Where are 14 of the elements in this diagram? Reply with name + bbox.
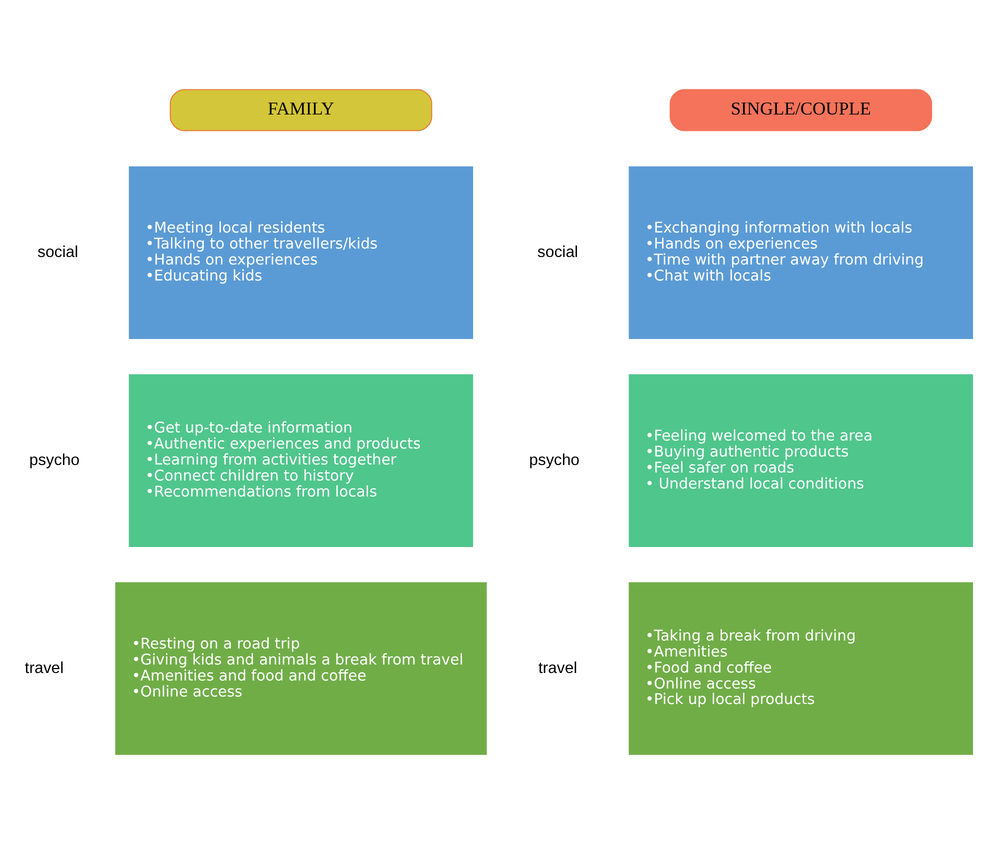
- node-box: •Meeting local residents •Talking to other travellers/kids •Hands on experiences •Educating kids: [128, 166, 473, 340]
- node-box: •Exchanging information with locals •Hands on experiences •Time with partner away from driving •Chat with locals: [628, 166, 973, 340]
- node-box: •Get up-to-date information •Authentic experiences and products •Learning from activities together •Connect children to history •Recommendations from locals: [128, 374, 473, 547]
- node-box: •Feeling welcomed to the area •Buying authentic products •Feel safer on roads • Understand local conditions: [628, 374, 973, 547]
- node-label: travel: [24, 660, 64, 677]
- node-box: •Resting on a road trip •Giving kids and animals a break from travel •Amenities and food and coffee •Online access: [114, 582, 486, 755]
- node-box: •Taking a break from driving •Amenities •Food and coffee •Online access •Pick up local products: [628, 582, 973, 755]
- node-box: SINGLE/COUPLE: [669, 89, 932, 132]
- node-label: social: [536, 244, 578, 261]
- node-box: FAMILY: [169, 89, 432, 132]
- node-label: psycho: [28, 452, 80, 469]
- node-label: travel: [538, 660, 577, 677]
- node-label: psycho: [528, 452, 580, 469]
- node-label: social: [37, 244, 78, 261]
